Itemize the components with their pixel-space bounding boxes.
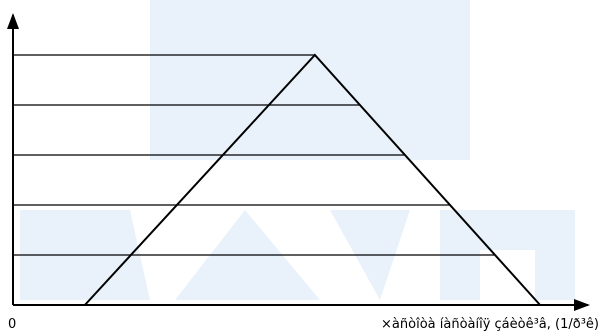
axes xyxy=(7,13,590,311)
series-group xyxy=(84,53,541,306)
x-axis-label: ×àñòîòà íàñòàíîÿ çáèòê³â, (1/ð³ê) xyxy=(381,317,599,332)
series-line xyxy=(84,53,541,306)
x-axis-arrow-icon xyxy=(574,299,590,311)
watermark-shape xyxy=(150,0,470,160)
origin-label: 0 xyxy=(8,317,16,332)
horizontal-levels xyxy=(13,54,496,256)
y-axis-arrow-icon xyxy=(7,13,19,29)
